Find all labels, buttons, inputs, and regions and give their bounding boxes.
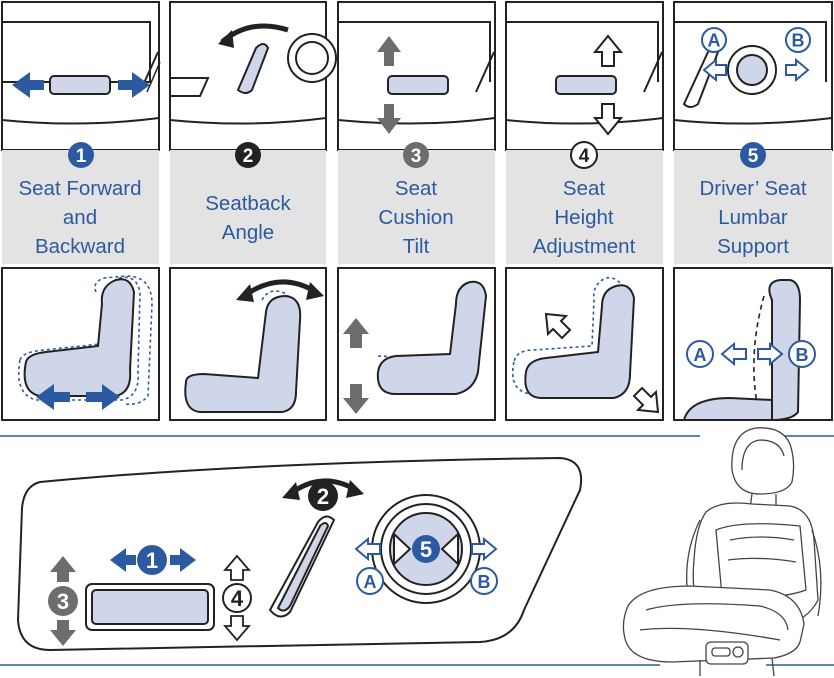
arrow-left-outline-icon [702,57,727,83]
badge-1 [68,142,94,168]
arrow-left-icon [12,72,44,98]
callout-4-badge [222,583,252,613]
seat-shape [524,284,636,399]
arrow-up-icon [50,556,76,582]
arrow-up-icon [377,36,401,66]
panel-4-label-line-1: Seat [563,177,605,200]
panel-5-label-line-3: Support [717,235,789,258]
arrow-down-icon [50,620,76,646]
top-b-label: B [792,31,805,51]
callout-4-number: 4 [231,586,244,611]
panel-5-label-line-2: Lumbar [718,206,788,229]
arrow-down-outline-icon [592,103,624,136]
panel-5-seat-illustration: A B [673,267,833,422]
callout-3-number: 3 [57,589,69,614]
overview-control-panel: 1 2 3 4 5 A B [16,456,582,652]
arrow-left-icon [36,384,70,410]
badge-3-number: 3 [411,146,422,167]
panel-5-a-label: A [694,345,707,365]
arrow-down-icon [343,384,369,414]
panel-2-label-line-2: Angle [222,221,274,244]
car-seat-illustration [622,427,822,677]
top-a-label: A [708,31,721,51]
seatback-switch [276,522,330,612]
panel-3-switch-view [337,1,496,151]
arrow-right-outline-icon [471,536,498,562]
seat-cushion-switch [91,589,209,625]
panel-4-label-line-2: Height [554,206,614,229]
seat-switch-icon [387,75,449,95]
arrow-right-outline-icon [757,341,784,367]
arrow-right-icon [86,384,120,410]
panel-3-seat-illustration [337,267,496,421]
panel-5-label-line-1: Driver’ Seat [699,177,806,200]
panel-3-label-line-3: Tilt [403,235,430,258]
callout-5-badge [412,535,440,563]
callout-1-number: 1 [146,548,158,573]
badge-5-number: 5 [748,146,759,167]
callout-5-number: 5 [420,537,432,562]
top-row: A B [1,1,833,151]
badge-1-number: 1 [76,146,87,167]
panel-4-switch-view [505,1,664,151]
seatback-shape [768,279,802,422]
seat-switch-icon [49,75,111,95]
seat-switch-icon [555,75,617,95]
callout-3-badge [48,586,78,616]
badge-5 [740,142,766,168]
badge-3 [403,142,429,168]
arrow-up-outline-icon [223,554,251,581]
badge-2 [235,142,261,168]
arrow-left-outline-icon [354,536,381,562]
panel-5-switch-view: A B [673,1,833,151]
arrow-up-left-outline-icon [544,312,572,340]
badge-4-number: 4 [579,146,590,167]
panel-1-switch-view [1,1,161,151]
seatback-switch-icon [236,43,270,94]
seat-shape [184,294,302,413]
callout-1-badge [137,545,167,575]
seat-illustrations: A B [1,267,833,422]
cushion-shape [682,396,773,421]
arrow-up-outline-icon [592,34,624,67]
panel-3-label-line-1: Seat [395,177,437,200]
panel-3-label-line-2: Cushion [378,206,453,229]
overview-a-label: A [364,572,377,592]
panel-1-label-line-3: Backward [35,235,125,258]
seat-shape [376,280,488,395]
panel-1-label-line-2: and [63,206,97,229]
overview-b-label: B [478,572,491,592]
panel-5-b-label: B [796,345,809,365]
panel-2-seat-illustration [169,267,327,421]
callout-2-badge [308,481,338,511]
arrow-up-icon [343,318,369,348]
panel-1-seat-illustration [1,267,160,421]
badge-4 [570,141,598,169]
panel-2-switch-view [169,1,337,151]
panel-4-label-line-3: Adjustment [533,235,636,258]
panel-4-seat-illustration [505,267,664,421]
badge-2-number: 2 [243,146,254,167]
panel-1-label-line-1: Seat Forward [18,177,141,200]
arrow-left-icon [110,548,136,572]
arrow-right-icon [118,72,150,98]
panel-2-label-line-1: Seatback [205,192,291,215]
arrow-left-outline-icon [720,341,747,367]
label-band: 1 2 3 4 5 Seat Forward and Backward Seat… [2,141,832,264]
arrow-right-icon [170,548,196,572]
arrow-right-outline-icon [785,57,810,83]
arrow-down-icon [377,104,401,134]
callout-2-number: 2 [317,484,329,509]
arrow-down-right-outline-icon [632,386,660,414]
arrow-down-outline-icon [223,615,251,642]
